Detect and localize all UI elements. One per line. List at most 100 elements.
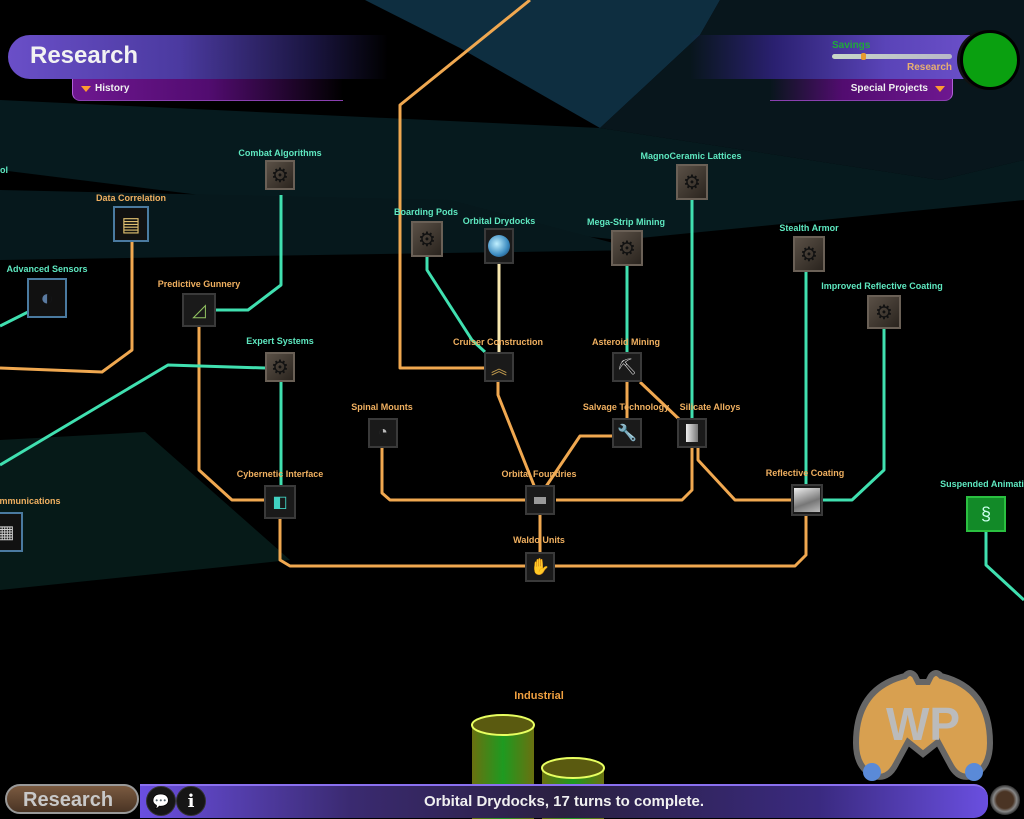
tech-label: MagnoCeramic Lattices (640, 151, 742, 161)
tech-node-waldo-units[interactable]: ✋ (525, 552, 555, 582)
status-bar: Orbital Drydocks, 17 turns to complete. (140, 784, 988, 818)
tech-node-expert-systems[interactable]: ⚙ (265, 352, 295, 382)
gear-icon: ⚙ (875, 301, 893, 324)
tech-label: ol (0, 165, 8, 175)
dropdown-arrow-icon (935, 86, 945, 92)
pickaxe-icon: ⛏ (616, 359, 638, 376)
tech-label: Reflective Coating (765, 468, 845, 478)
tech-node-suspended-animation[interactable]: § (966, 496, 1006, 532)
metal-plate-icon (686, 424, 698, 442)
link-line (214, 195, 283, 312)
tech-node-reflective-coating[interactable] (791, 484, 823, 516)
documents-icon: ▤ (121, 213, 141, 236)
tech-node-cybernetic-interface[interactable]: ◧ (264, 485, 296, 519)
research-screen-button[interactable]: Research (5, 784, 139, 814)
gear-icon: ⚙ (683, 171, 701, 194)
tech-node-spinal-mounts[interactable]: ◔ (368, 418, 398, 448)
link-line (984, 532, 1024, 602)
tech-node-data-correlation[interactable]: ▤ (113, 206, 149, 242)
wrench-icon: 🔧 (617, 425, 637, 442)
slider-thumb[interactable] (860, 53, 866, 60)
link-line (556, 448, 694, 502)
tech-node-magnoceramic-lattices[interactable]: ⚙ (676, 164, 708, 200)
tech-label: Stealth Armor (779, 223, 839, 233)
tech-label: mmunications (0, 496, 61, 506)
link-line (398, 0, 531, 370)
background-plane (0, 100, 1024, 250)
tech-node-advanced-sensors[interactable]: ◐ (27, 278, 67, 318)
tech-node-silicate-alloys[interactable] (677, 418, 707, 448)
link-line (638, 380, 682, 422)
info-icon: i (187, 790, 195, 812)
tech-label: Boarding Pods (393, 207, 459, 217)
chat-bubble-icon: 💬 (152, 792, 170, 809)
link-line (425, 256, 487, 354)
tech-node-mega-strip-mining[interactable]: ⚙ (611, 230, 643, 266)
industrial-cylinder-top (471, 714, 535, 736)
device-icon: ◧ (272, 494, 288, 511)
reflective-panel-icon (794, 488, 820, 512)
rank-chevrons-icon: ︽ (490, 361, 507, 378)
tech-label: Cruiser Construction (452, 337, 544, 347)
history-label: History (95, 83, 130, 94)
tech-label: Silicate Alloys (679, 402, 741, 412)
tech-node-predictive-gunnery[interactable]: ◿ (182, 293, 216, 327)
background-plane (365, 0, 720, 128)
savings-research-slider[interactable] (832, 53, 952, 60)
research-button-label: Research (23, 789, 114, 811)
screen-icon: ▦ (0, 521, 15, 542)
tech-label: Salvage Technology (582, 402, 670, 412)
tech-node-stealth-armor[interactable]: ⚙ (793, 236, 825, 272)
gear-icon: ⚙ (271, 164, 289, 187)
tech-node-boarding-pods[interactable]: ⚙ (411, 221, 443, 257)
tech-label: Predictive Gunnery (157, 279, 241, 289)
dropdown-arrow-icon (81, 86, 91, 92)
trajectory-icon: ◿ (192, 299, 206, 320)
chat-button[interactable]: 💬 (146, 786, 176, 816)
background-plane (0, 432, 290, 590)
tech-node-salvage-technology[interactable]: 🔧 (612, 418, 642, 448)
logo-text: WP (886, 698, 960, 750)
research-header: Research (8, 35, 388, 79)
link-line (278, 517, 525, 568)
tech-node-orbital-foundries[interactable] (525, 485, 555, 515)
link-line (0, 310, 29, 328)
tech-label: Waldo Units (513, 535, 565, 545)
tech-label: Asteroid Mining (592, 337, 660, 347)
industrial-cylinder-top (541, 757, 605, 779)
link-line (496, 382, 537, 489)
link-line (555, 515, 808, 568)
end-turn-knob[interactable] (990, 785, 1020, 815)
tech-node-improved-reflective-coating[interactable]: ⚙ (867, 295, 901, 329)
satellite-dish-icon: ◐ (40, 285, 54, 310)
background-plane (0, 190, 640, 260)
tech-label: Expert Systems (246, 336, 314, 346)
tech-label: Spinal Mounts (351, 402, 413, 412)
wp-logo: WP (852, 670, 994, 781)
link-line (0, 240, 134, 374)
gear-icon: ⚙ (271, 356, 289, 379)
tech-label: Combat Algorithms (238, 148, 322, 158)
link-line (0, 363, 266, 467)
status-orb[interactable] (960, 30, 1020, 90)
tech-node-cruiser-construction[interactable]: ︽ (484, 352, 514, 382)
tech-label: Cybernetic Interface (236, 469, 324, 479)
info-button[interactable]: i (176, 786, 206, 816)
special-projects-dropdown[interactable]: Special Projects (770, 79, 953, 101)
link-line (543, 434, 613, 489)
ingot-icon (534, 496, 546, 504)
tech-node-asteroid-mining[interactable]: ⛏ (612, 352, 642, 382)
tech-node-communications[interactable]: ▦ (0, 512, 23, 552)
cannon-icon: ◔ (378, 424, 388, 441)
logo-dot (965, 763, 983, 781)
tech-label: Advanced Sensors (6, 264, 88, 274)
history-dropdown[interactable]: History (72, 79, 343, 101)
dna-icon: § (980, 503, 991, 524)
gear-icon: ⚙ (418, 228, 436, 251)
tech-label: Mega-Strip Mining (587, 217, 665, 227)
tech-node-combat-algorithms[interactable]: ⚙ (265, 160, 295, 190)
tech-label: Orbital Drydocks (462, 216, 536, 226)
category-label-industrial: Industrial (514, 690, 564, 702)
tech-label: Orbital Foundries (501, 469, 577, 479)
tech-node-orbital-drydocks[interactable] (484, 228, 514, 264)
